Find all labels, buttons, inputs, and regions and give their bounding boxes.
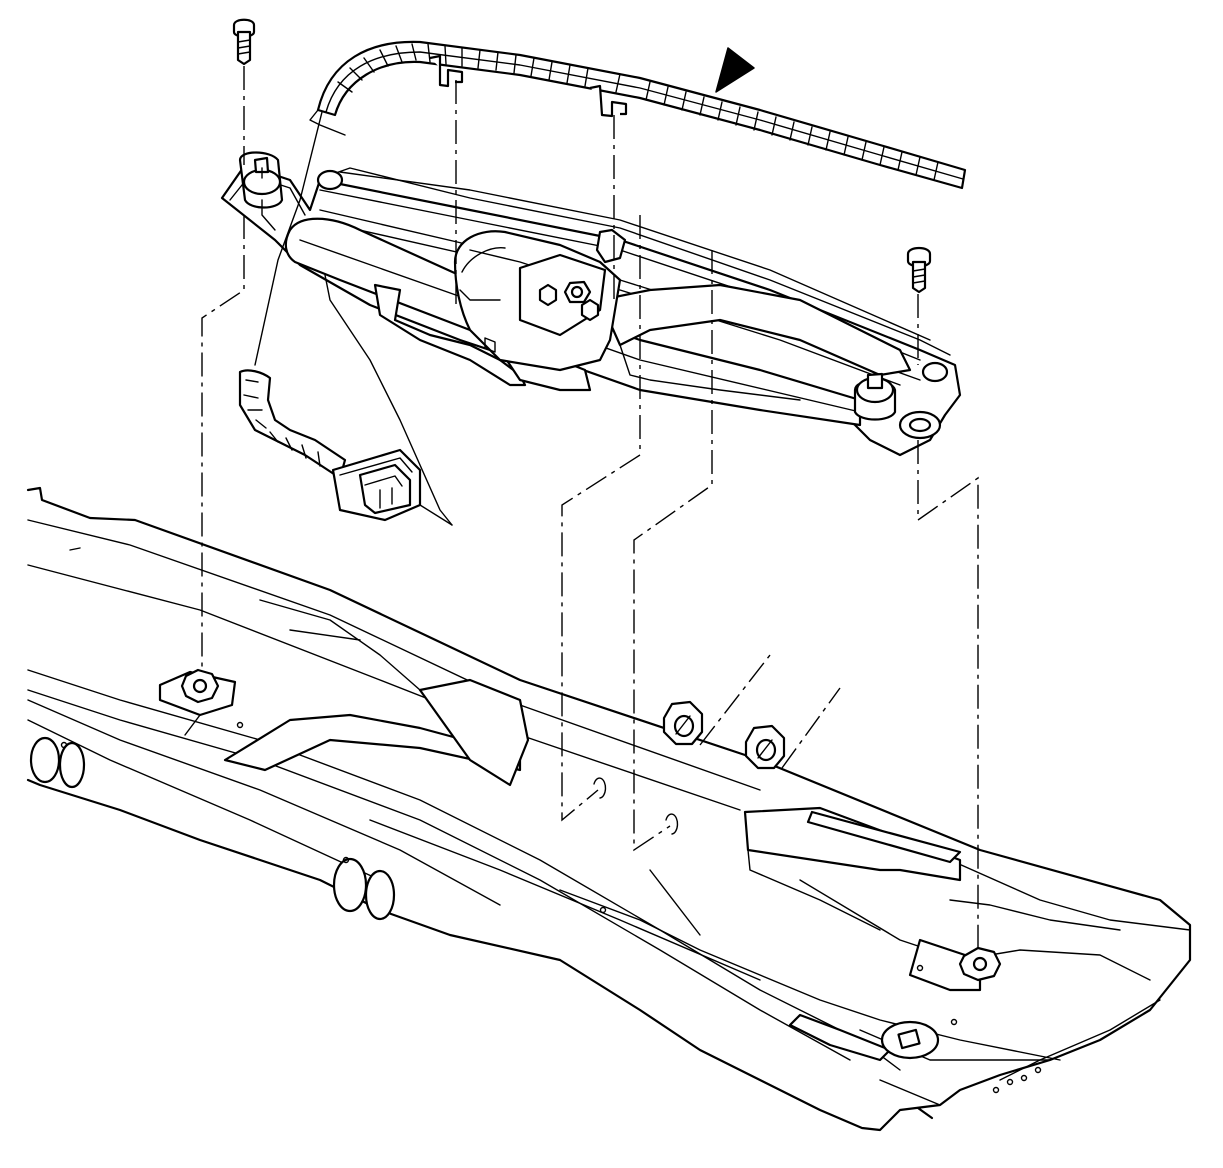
harness-conduit-ribs (337, 43, 939, 181)
wiper-harness (238, 40, 967, 522)
electrical-connector (331, 448, 422, 522)
mounting-bolt (232, 18, 256, 66)
mounting-nut (958, 946, 1002, 982)
mounting-bolt (906, 246, 932, 294)
arrow-indicator (715, 47, 755, 93)
mounting-nut (662, 700, 704, 746)
cowl-panel (26, 486, 1192, 1132)
wiper-motor (453, 228, 627, 372)
mounting-nut (744, 724, 786, 770)
mounting-nut (180, 668, 220, 704)
alignment-lines (201, 66, 979, 948)
